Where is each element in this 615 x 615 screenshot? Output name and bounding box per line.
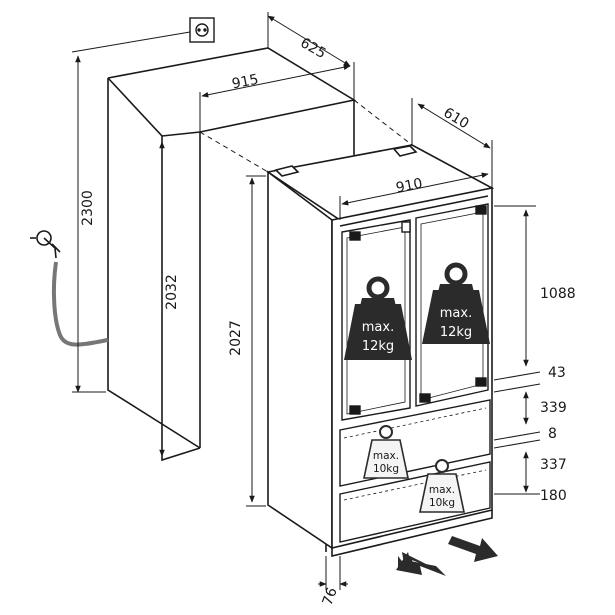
weight-icon-upper-drawer: max. 10kg xyxy=(363,425,409,479)
dim-plinth-offset: 76 xyxy=(320,585,341,607)
weight-label-left-line2: 12kg xyxy=(362,339,394,354)
weight-icon-lower-drawer: max. 10kg xyxy=(419,459,465,513)
dim-upper-drawer: 339 xyxy=(540,400,567,416)
dim-niche-depth: 625 xyxy=(297,35,328,62)
dim-upper-door: 1088 xyxy=(540,286,576,302)
socket-icon xyxy=(189,17,215,43)
weight-label-right-line1: max. xyxy=(440,306,472,321)
drawer-upper xyxy=(339,399,491,487)
water-hose xyxy=(51,261,109,347)
dim-lower-drawer: 337 xyxy=(540,457,567,473)
weight-label-right-line2: 12kg xyxy=(440,325,472,340)
dim-gap-upper: 43 xyxy=(548,365,566,381)
dimension-lines xyxy=(71,12,541,590)
dim-niche-width: 915 xyxy=(231,72,260,93)
airflow-arrow-icon xyxy=(396,536,498,576)
weight-label-lower-drawer-line1: max. xyxy=(429,484,455,496)
dim-gap-middle: 8 xyxy=(548,426,557,442)
dim-niche-height: 2300 xyxy=(80,190,96,226)
weight-label-left-line1: max. xyxy=(362,320,394,335)
dim-bottom: 180 xyxy=(540,488,567,504)
dim-niche-inner-height: 2032 xyxy=(164,274,180,310)
weight-label-lower-drawer-line2: 10kg xyxy=(429,497,455,509)
weight-label-upper-drawer-line1: max. xyxy=(373,450,399,462)
dim-appliance-width: 910 xyxy=(395,176,424,197)
weight-icon-left-door: max. 12kg xyxy=(344,276,412,360)
niche-projection-lines xyxy=(199,99,413,173)
weight-label-upper-drawer-line2: 10kg xyxy=(373,463,399,475)
door-right xyxy=(415,203,489,407)
dim-appliance-depth: 610 xyxy=(440,105,471,132)
water-tap-icon xyxy=(30,230,61,259)
weight-icon-right-door: max. 12kg xyxy=(422,262,490,344)
dim-appliance-height: 2027 xyxy=(228,320,244,356)
